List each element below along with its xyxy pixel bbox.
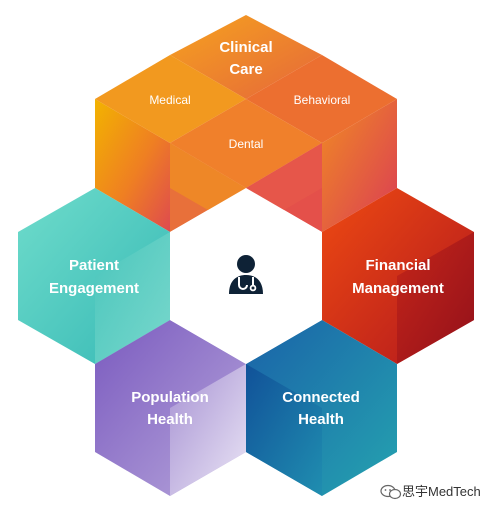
population-title-line2: Health xyxy=(147,411,193,428)
clinical-right-face xyxy=(322,99,397,232)
connected-title-line1: Connected xyxy=(282,389,360,406)
financial-title-line1: Financial xyxy=(365,257,430,274)
patient-title-line2: Engagement xyxy=(49,280,139,297)
doctor-icon xyxy=(229,255,263,294)
connected-title-line2: Health xyxy=(298,411,344,428)
clinical-top-bottom xyxy=(170,99,322,188)
clinical-left-face xyxy=(95,99,170,232)
patient-title-line1: Patient xyxy=(69,257,119,274)
clinical-top-left xyxy=(95,55,246,143)
clinical-sub-dental: Dental xyxy=(229,137,264,151)
clinical-top-main xyxy=(170,15,322,99)
clinical-sub-behavioral: Behavioral xyxy=(294,93,351,107)
clinical-sub-medical: Medical xyxy=(149,93,190,107)
population-title-line1: Population xyxy=(131,389,209,406)
clinical-title-line1: Clinical xyxy=(219,39,272,56)
clinical-title-line2: Care xyxy=(229,61,262,78)
financial-title-line2: Management xyxy=(352,280,444,297)
population-shade xyxy=(170,364,246,496)
connected-health-block xyxy=(246,320,397,496)
population-health-block xyxy=(95,320,246,496)
wechat-icon xyxy=(380,484,402,500)
watermark-text: 思宇MedTech xyxy=(402,484,481,499)
clinical-top-right xyxy=(246,55,397,143)
connected-shade xyxy=(246,364,322,496)
watermark: 思宇MedTech xyxy=(380,484,481,500)
financial-management-block xyxy=(322,188,474,364)
financial-shade xyxy=(397,232,474,364)
